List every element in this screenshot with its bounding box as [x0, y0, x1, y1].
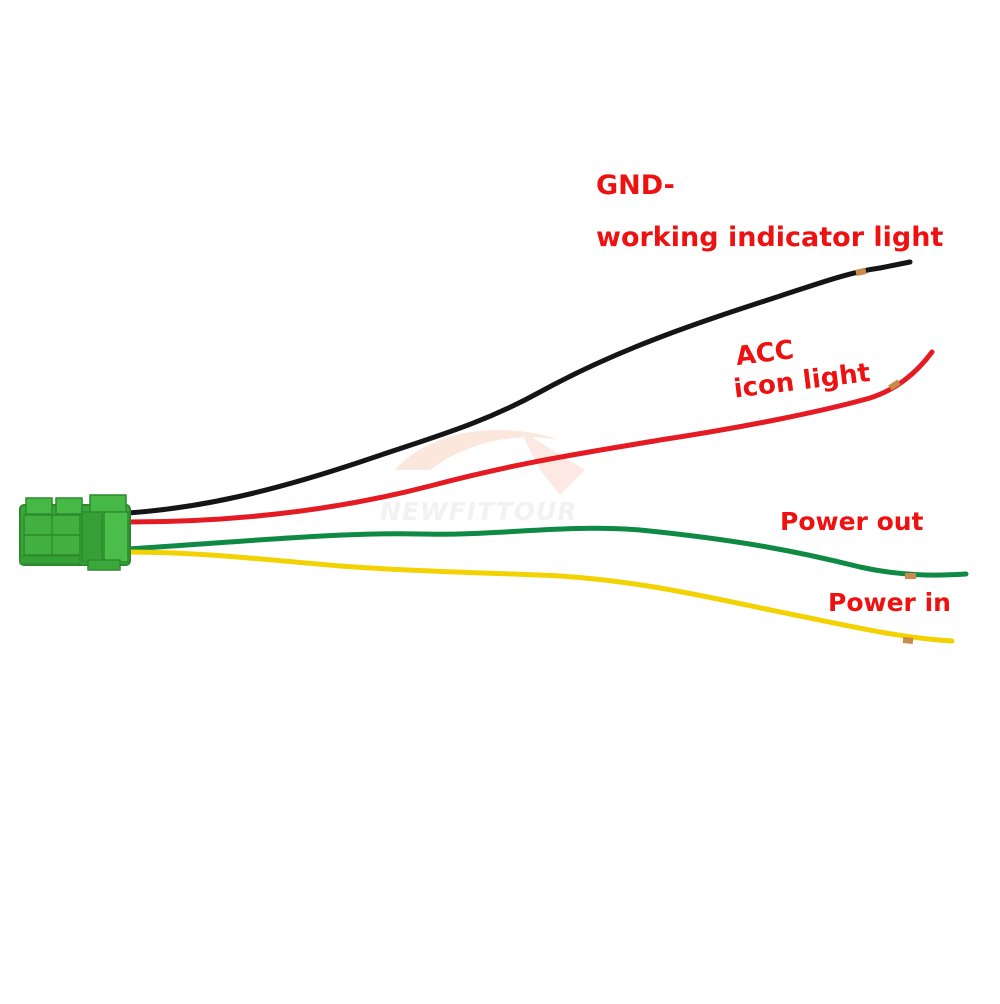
wire-yellow-stripped-tip — [902, 637, 914, 644]
watermark-logo-swoosh-2 — [520, 430, 585, 495]
watermark-text: NEWFITTOUR — [380, 497, 578, 526]
label-gnd: GND- — [596, 170, 675, 201]
watermark-logo-swoosh — [395, 430, 560, 470]
wire-red-stripped-tip — [888, 379, 901, 391]
wire-black — [125, 265, 883, 516]
label-power-in: Power in — [828, 588, 951, 617]
wire-green — [125, 525, 969, 578]
wire-yellow — [125, 549, 955, 644]
wire-black-stripped-tip — [855, 268, 867, 276]
wire-black-end — [877, 259, 913, 271]
wire-red — [125, 349, 935, 525]
green-connector — [19, 494, 131, 571]
label-power-out: Power out — [780, 507, 924, 536]
label-working-indicator-light: working indicator light — [596, 222, 944, 253]
